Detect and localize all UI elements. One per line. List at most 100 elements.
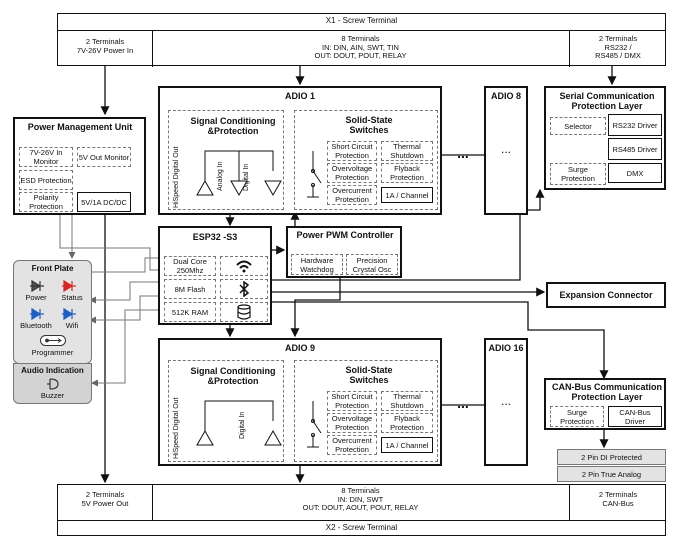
pwm-crystal: Precision Crystal Osc [346, 254, 398, 275]
adio8-block: ADIO 8 ... [484, 86, 528, 215]
adio9-overcurrent: Overcurrent Protection [327, 435, 377, 455]
adio9-block: ADIO 9 Signal Conditioning &Protection H… [158, 338, 442, 466]
adio1-ss-title: Solid-State Switches [345, 115, 393, 136]
front-title: Front Plate [31, 264, 74, 273]
adio16-block: ADIO 16 ... [484, 338, 528, 466]
front-status-label: Status [61, 293, 83, 302]
can-title: CAN-Bus Communication Protection Layer [552, 382, 662, 403]
serial-rs232-driver: RS232 Driver [608, 114, 662, 136]
adio-ellipsis-top: ... [457, 145, 469, 161]
adio9-title: ADIO 9 [284, 343, 315, 353]
adio9-channel: 1A / Channel [381, 437, 433, 453]
can-protection-layer: CAN-Bus Communication Protection Layer S… [544, 378, 666, 430]
serial-selector: Selector [550, 117, 606, 135]
pwm-watchdog: Hardware Watchdog [291, 254, 343, 275]
front-power-label: Power [25, 293, 47, 302]
usb-port[interactable] [40, 335, 66, 346]
x2-title: X2 - Screw Terminal [325, 523, 398, 532]
pwm-title: Power PWM Controller [296, 230, 394, 240]
buffer-down-icon [264, 180, 282, 197]
pmu-esd-protection: ESD Protection [19, 170, 73, 190]
can-pin-true-analog: 2 Pin True Analog [557, 466, 666, 482]
x1-title: X1 - Screw Terminal [325, 16, 398, 25]
adio9-hispeed-label: HiSpeed Digital Out [173, 397, 180, 459]
adio16-title: ADIO 16 [488, 343, 524, 353]
adio1-flyback: Flyback Protection [381, 163, 433, 183]
serial-protection-layer: Serial Communication Protection Layer Se… [544, 86, 666, 190]
power-management-unit: Power Management Unit 7V-26V In Monitor … [13, 117, 146, 215]
expansion-connector: Expansion Connector [546, 282, 666, 308]
adio1-switch-icon [307, 151, 322, 198]
serial-dmx: DMX [608, 163, 662, 183]
adio1-signal-conditioning: Signal Conditioning &Protection HiSpeed … [168, 110, 284, 210]
serial-rs485-driver: RS485 Driver [608, 138, 662, 160]
buffer-up-icon [196, 179, 214, 196]
adio9-short-circuit: Short Circuit Protection [327, 391, 377, 411]
esp-bluetooth [220, 279, 268, 299]
adio8-title: ADIO 8 [490, 91, 521, 101]
adio1-overcurrent: Overcurrent Protection [327, 185, 377, 205]
esp-flash: 8M Flash [164, 279, 216, 299]
adio1-thermal: Thermal Shutdown [381, 141, 433, 161]
esp-dual-core: Dual Core 250Mhz [164, 256, 216, 276]
esp-storage [220, 302, 268, 322]
serial-title: Serial Communication Protection Layer [559, 91, 655, 112]
pmu-title: Power Management Unit [27, 122, 133, 132]
adio1-hispeed-label: HiSpeed Digital Out [173, 146, 180, 208]
audio-buzzer-label: Buzzer [40, 391, 65, 400]
adio16-ellipsis: ... [500, 394, 511, 408]
bluetooth-icon [239, 281, 250, 297]
pmu-in-monitor: 7V-26V In Monitor [19, 147, 73, 167]
adio1-overvoltage: Overvoltage Protection [327, 163, 377, 183]
adio9-thermal: Thermal Shutdown [381, 391, 433, 411]
power-pwm-controller: Power PWM Controller Hardware Watchdog P… [286, 226, 402, 278]
adio9-overvoltage: Overvoltage Protection [327, 413, 377, 433]
can-pin-di-protected: 2 Pin DI Protected [557, 449, 666, 465]
adio8-ellipsis: ... [500, 142, 511, 156]
wifi-icon [236, 260, 252, 273]
adio9-flyback: Flyback Protection [381, 413, 433, 433]
adio1-solid-state-switches: Solid-State Switches Short Circuit Prote… [294, 110, 438, 210]
adio9-buffer-symbols [196, 400, 282, 446]
adio1-short-circuit: Short Circuit Protection [327, 141, 377, 161]
adio1-sc-title: Signal Conditioning &Protection [190, 116, 276, 137]
adio-ellipsis-bottom: ... [457, 395, 469, 411]
usb-icon [45, 338, 62, 343]
pmu-polarity-protection: Polarity Protection [19, 192, 73, 212]
adio1-channel: 1A / Channel [381, 187, 433, 203]
esp-ram: 512K RAM [164, 302, 216, 322]
serial-surge-protection: Surge Protection [550, 163, 606, 185]
audio-indication: Audio Indication Buzzer [13, 363, 92, 404]
pmu-dcdc: 5V/1A DC/DC [77, 192, 131, 212]
database-icon [237, 304, 251, 320]
audio-title: Audio Indication [21, 366, 84, 375]
front-plate: Front Plate Power Status Bluetooth Wifi [13, 260, 92, 364]
buffer-up-icon [196, 429, 214, 446]
adio9-ss-title: Solid-State Switches [345, 365, 393, 386]
esp-wifi [220, 256, 268, 276]
buffer-down-icon [230, 180, 248, 197]
adio1-title: ADIO 1 [284, 91, 315, 101]
front-programmer-label: Programmer [31, 348, 74, 357]
buzzer-icon [47, 378, 59, 390]
can-driver: CAN-Bus Driver [608, 406, 662, 427]
adio9-sc-title: Signal Conditioning &Protection [190, 366, 276, 387]
adio9-signal-conditioning: Signal Conditioning &Protection HiSpeed … [168, 360, 284, 462]
esp-title: ESP32 -S3 [192, 232, 238, 242]
buffer-up-icon [264, 429, 282, 446]
adio9-switch-icon [307, 401, 322, 448]
pmu-out-monitor: 5V Out Monitor [77, 147, 131, 167]
adio1-block: ADIO 1 Signal Conditioning &Protection H… [158, 86, 442, 215]
can-surge-protection: Surge Protection [550, 406, 604, 427]
adio1-buffer-symbols [196, 150, 282, 197]
adio9-solid-state-switches: Solid-State Switches Short Circuit Prote… [294, 360, 438, 462]
